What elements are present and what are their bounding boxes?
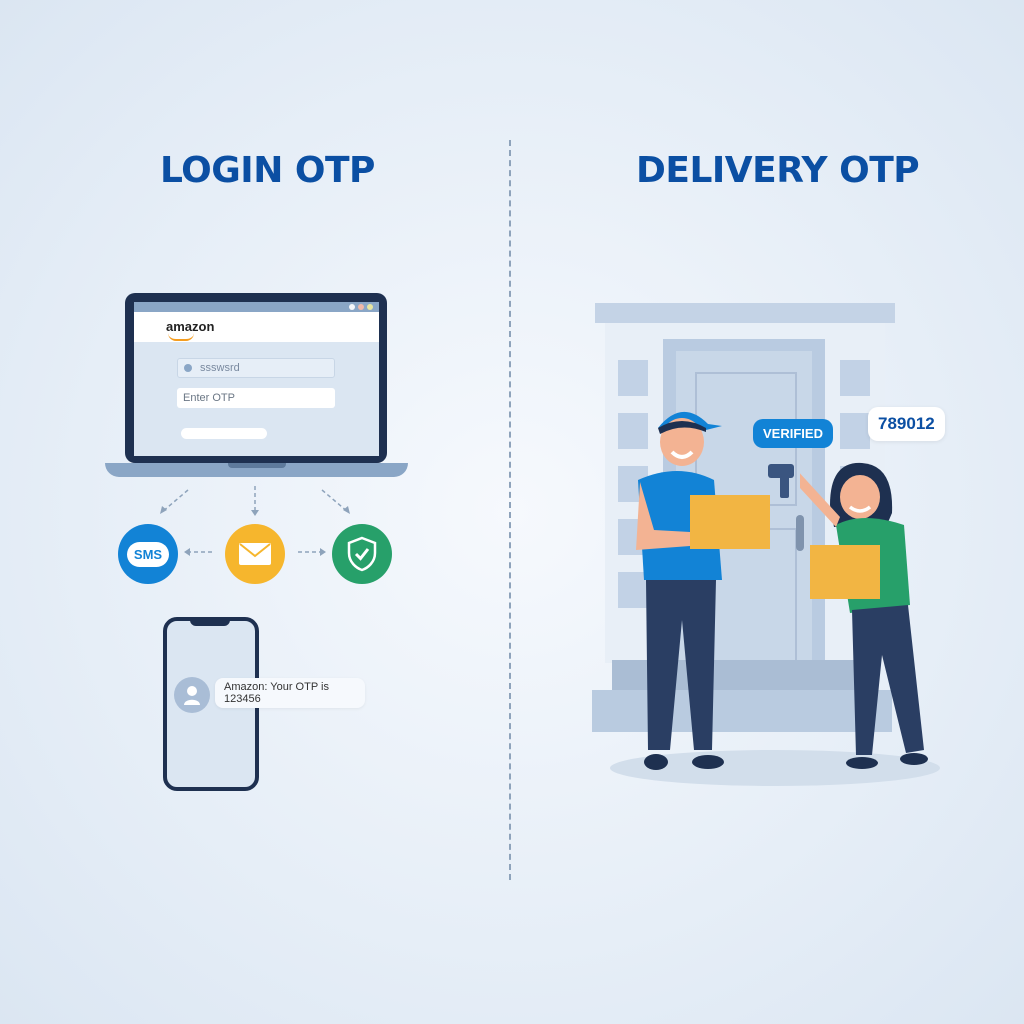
otp-input[interactable]: Enter OTP bbox=[177, 388, 335, 408]
login-screen: amazon ssswsrd Enter OTP bbox=[134, 302, 379, 456]
package-box bbox=[690, 495, 770, 549]
window-pane bbox=[618, 572, 648, 608]
otp-sms-message: Amazon: Your OTP is 123456 bbox=[215, 678, 365, 708]
amazon-smile-icon bbox=[168, 333, 194, 341]
delivery-otp-title: DELIVERY OTP bbox=[636, 150, 920, 191]
window-dot bbox=[358, 304, 364, 310]
otp-placeholder: Enter OTP bbox=[183, 392, 235, 404]
window-pane bbox=[840, 360, 870, 396]
house-roof bbox=[595, 303, 895, 323]
window-controls bbox=[349, 304, 373, 310]
window-dot bbox=[367, 304, 373, 310]
email-icon bbox=[225, 524, 285, 584]
laptop-notch bbox=[228, 463, 286, 468]
user-avatar-icon bbox=[174, 677, 210, 713]
porch-step bbox=[592, 690, 892, 732]
customer-illustration bbox=[800, 462, 928, 769]
laptop-base bbox=[105, 463, 408, 477]
password-value: ssswsrd bbox=[200, 362, 240, 374]
password-field[interactable]: ssswsrd bbox=[177, 358, 335, 378]
submit-button[interactable] bbox=[181, 428, 267, 439]
window-pane bbox=[618, 413, 648, 449]
door-handle bbox=[796, 515, 804, 551]
window-dot bbox=[349, 304, 355, 310]
window-pane bbox=[618, 360, 648, 396]
flow-arrows bbox=[160, 486, 350, 556]
section-divider bbox=[509, 140, 511, 880]
key-icon bbox=[184, 364, 192, 372]
window-pane bbox=[840, 413, 870, 449]
phone-notch bbox=[190, 617, 230, 626]
delivery-person-illustration bbox=[636, 411, 724, 770]
package-box bbox=[810, 545, 880, 599]
browser-topbar bbox=[134, 302, 379, 312]
verified-bubble: VERIFIED bbox=[753, 419, 833, 448]
sms-label: SMS bbox=[126, 541, 170, 567]
sms-channel-icon: SMS bbox=[118, 524, 178, 584]
login-otp-title: LOGIN OTP bbox=[160, 150, 375, 191]
delivery-otp-bubble: 789012 bbox=[868, 407, 945, 441]
amazon-logo: amazon bbox=[166, 319, 215, 334]
ground-shadow bbox=[610, 750, 940, 786]
barcode-scanner-icon bbox=[768, 460, 794, 500]
shield-check-icon bbox=[332, 524, 392, 584]
